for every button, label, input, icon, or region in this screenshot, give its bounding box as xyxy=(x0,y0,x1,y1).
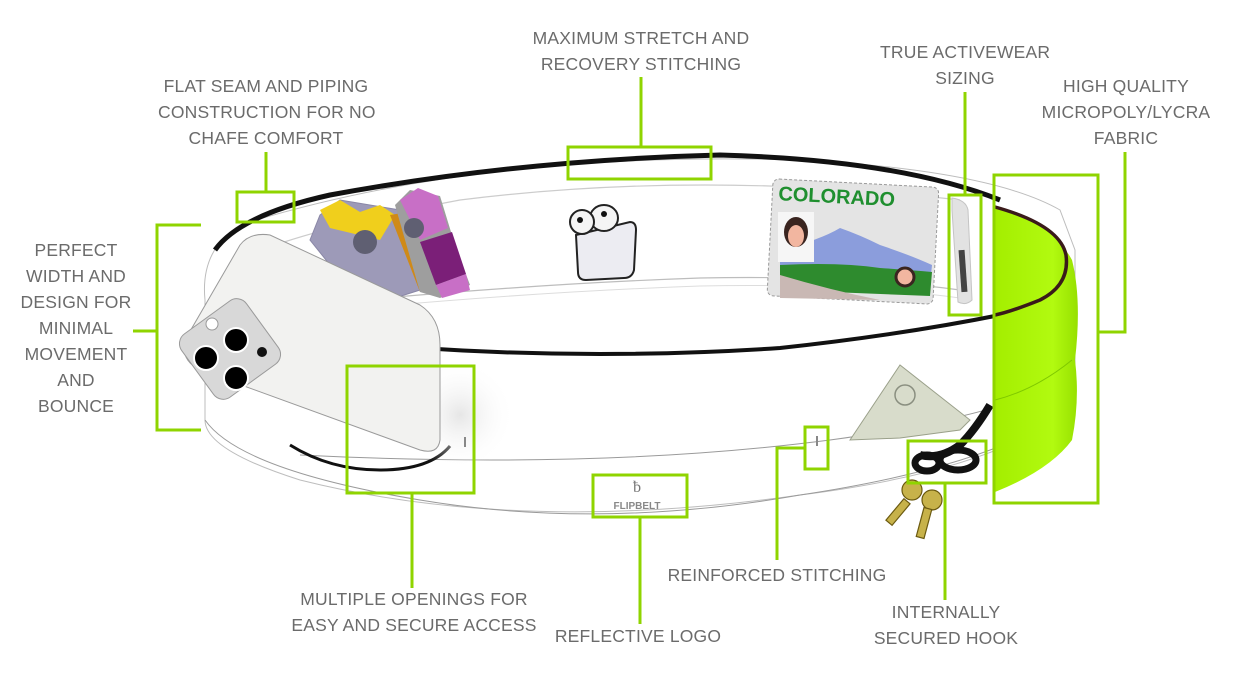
leader-line-reinforced-stitching xyxy=(775,446,805,560)
label-line: MOVEMENT xyxy=(24,344,128,364)
label-line: INTERNALLY xyxy=(891,602,1001,622)
lime-fabric-section xyxy=(994,205,1078,492)
label-line: AND xyxy=(57,370,95,390)
logo-text: FLIPBELT xyxy=(613,501,660,512)
label-line: MICROPOLY/LYCRA xyxy=(1041,102,1211,122)
label-line: MINIMAL xyxy=(38,318,114,338)
label-line: RECOVERY STITCHING xyxy=(540,54,742,74)
energy-gel-packs-illustration xyxy=(309,188,470,299)
earbuds-illustration xyxy=(569,204,638,282)
callout-label-fabric: HIGH QUALITY MICROPOLY/LYCRA FABRIC xyxy=(1036,73,1216,151)
sizing-tag xyxy=(951,197,973,305)
dollar-bill-illustration xyxy=(849,364,971,441)
flipbelt-logo: ƀ FLIPBELT xyxy=(613,479,660,512)
callout-label-reflective-logo: REFLECTIVE LOGO xyxy=(552,623,724,649)
callout-label-secured-hook: INTERNALLY SECURED HOOK xyxy=(870,599,1022,651)
callout-label-flat-seam: FLAT SEAM AND PIPING CONSTRUCTION FOR NO… xyxy=(158,73,376,151)
leader-line-fabric xyxy=(1098,152,1127,334)
label-line: FABRIC xyxy=(1093,128,1159,148)
bracket-perfect-width xyxy=(155,223,201,432)
label-line: SIZING xyxy=(935,68,995,88)
stitch-mark xyxy=(464,437,466,447)
svg-text:ƀ: ƀ xyxy=(632,479,641,496)
label-line: MAXIMUM STRETCH AND xyxy=(532,28,750,48)
label-line: HIGH QUALITY xyxy=(1063,76,1189,96)
label-line: REINFORCED STITCHING xyxy=(667,565,887,585)
label-line: TRUE ACTIVEWEAR xyxy=(880,42,1051,62)
id-card-illustration xyxy=(766,178,940,305)
callout-box-secured-hook xyxy=(906,439,988,485)
label-line: CHAFE COMFORT xyxy=(188,128,344,148)
label-line: REFLECTIVE LOGO xyxy=(554,626,722,646)
label-line: SECURED HOOK xyxy=(873,628,1019,648)
label-line: BOUNCE xyxy=(37,396,115,416)
label-line: CONSTRUCTION FOR NO xyxy=(158,102,376,122)
label-line: MULTIPLE OPENINGS FOR xyxy=(300,589,528,609)
callout-label-reinforced-stitching: REINFORCED STITCHING xyxy=(666,562,888,588)
callout-label-activewear-sizing: TRUE ACTIVEWEAR SIZING xyxy=(880,39,1050,91)
label-line: EASY AND SECURE ACCESS xyxy=(291,615,537,635)
phone-illustration xyxy=(178,234,441,452)
callout-box-fabric xyxy=(992,173,1100,505)
callout-label-perfect-width: PERFECT WIDTH AND DESIGN FOR MINIMAL MOV… xyxy=(18,237,134,419)
hook-and-keys-illustration xyxy=(885,402,994,540)
label-line: PERFECT xyxy=(34,240,118,260)
label-line: DESIGN FOR xyxy=(20,292,132,312)
label-line: FLAT SEAM AND PIPING xyxy=(163,76,369,96)
callout-label-stretch-stitching: MAXIMUM STRETCH AND RECOVERY STITCHING xyxy=(528,25,754,77)
callout-label-multiple-openings: MULTIPLE OPENINGS FOR EASY AND SECURE AC… xyxy=(290,586,538,638)
label-line: WIDTH AND xyxy=(26,266,126,286)
stitch-mark xyxy=(816,436,818,446)
callout-markers xyxy=(133,77,1127,624)
